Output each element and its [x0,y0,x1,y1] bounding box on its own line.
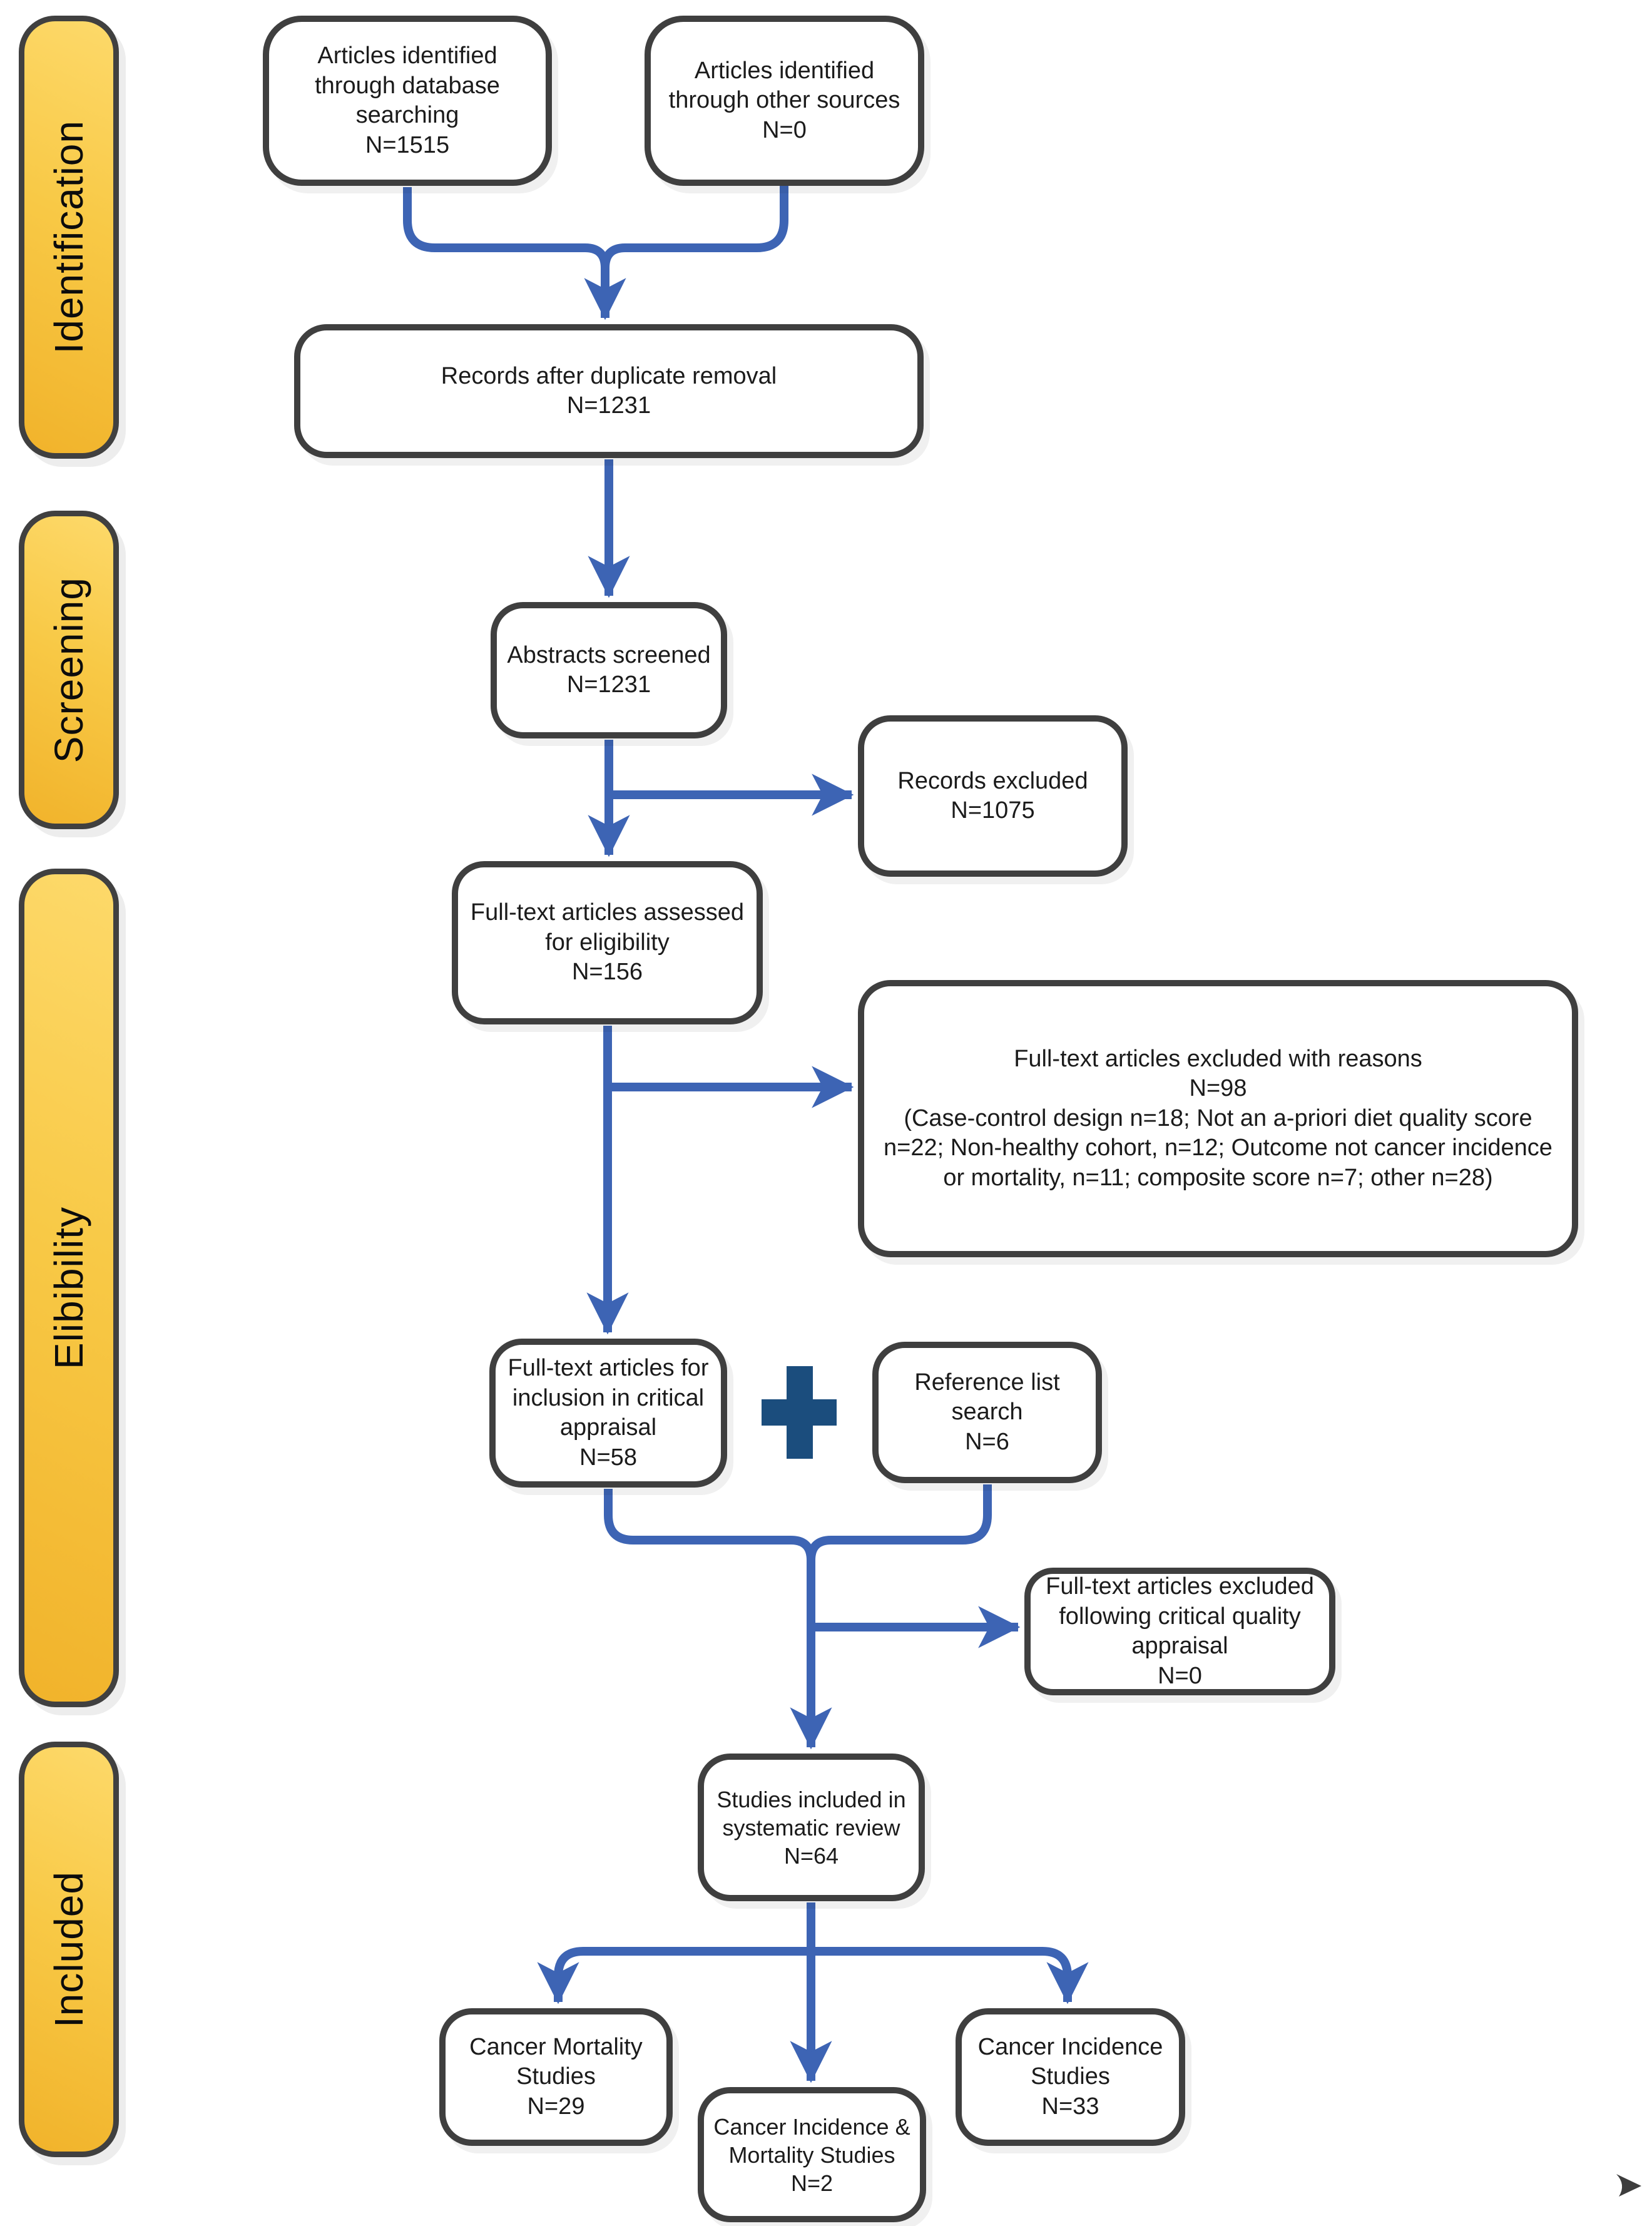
box-count: N=2 [790,2170,834,2196]
box-included-review: Studies included in systematic review N=… [698,1754,925,1901]
box-reference-list-search: Reference list search N=6 [872,1342,1102,1483]
box-records-excluded: Records excluded N=1075 [858,715,1128,877]
merge-arrow-identification [403,186,788,320]
box-label: Reference list search [914,1369,1060,1426]
box-label: Cancer Incidence & Mortality Studies [713,2113,910,2168]
box-label: Full-text articles excluded following cr… [1046,1573,1314,1659]
box-count: N=6 [965,1428,1009,1455]
box-other-sources: Articles identified through other source… [645,16,924,186]
stage-bar-identification: Identification [19,16,119,459]
box-label: Records excluded [897,767,1088,794]
box-label: Studies included in systematic review [716,1786,906,1841]
box-cancer-mortality-studies: Cancer Mortality Studies N=29 [439,2008,673,2146]
box-count: N=156 [571,959,643,986]
box-count: N=1231 [566,392,651,419]
box-count: N=1231 [566,671,651,698]
box-fulltext-assessed: Full-text articles assessed for eligibil… [452,861,763,1024]
box-count: N=58 [579,1444,637,1471]
box-label: Cancer Mortality Studies [469,2033,643,2090]
stage-bar-eligibility: Elibibility [19,869,119,1707]
plus-icon [762,1366,837,1459]
stage-bar-included: Included [19,1742,119,2157]
cursor-arrow-icon [1616,2174,1641,2197]
box-appraisal-excluded: Full-text articles excluded following cr… [1024,1568,1335,1695]
split-arrow-included [537,1902,1089,2083]
box-cancer-incidence-studies: Cancer Incidence Studies N=33 [956,2008,1185,2146]
box-count: N=29 [527,2093,585,2120]
box-label: Articles identified through database sea… [315,43,500,128]
box-count: N=98 [1189,1075,1247,1102]
box-count: N=33 [1041,2093,1099,2120]
box-after-duplicates: Records after duplicate removal N=1231 [294,324,924,458]
box-count: N=1515 [365,131,450,158]
box-fulltext-excluded-reasons: Full-text articles excluded with reasons… [858,980,1578,1257]
box-label: Records after duplicate removal [441,362,777,389]
box-label: Full-text articles for inclusion in crit… [507,1355,709,1441]
stage-bar-screening: Screening [19,511,119,829]
box-cancer-incidence-mortality-studies: Cancer Incidence & Mortality Studies N=2 [698,2087,926,2222]
box-count: N=64 [783,1842,839,1869]
box-abstracts-screened: Abstracts screened N=1231 [491,602,727,738]
box-label: Articles identified through other source… [668,57,900,114]
box-exclusion-reasons: (Case-control design n=18; Not an a-prio… [884,1105,1553,1191]
merge-arrow-eligibility [604,1484,992,1750]
box-count: N=0 [762,116,807,143]
box-count: N=0 [1158,1662,1202,1689]
box-label: Abstracts screened [507,641,711,668]
box-critical-appraisal: Full-text articles for inclusion in crit… [489,1339,727,1488]
box-label: Full-text articles assessed for eligibil… [470,899,745,956]
box-label: Cancer Incidence Studies [977,2033,1163,2090]
box-count: N=1075 [951,797,1035,824]
box-database-search: Articles identified through database sea… [263,16,552,186]
box-label: Full-text articles excluded with reasons [1014,1045,1422,1072]
